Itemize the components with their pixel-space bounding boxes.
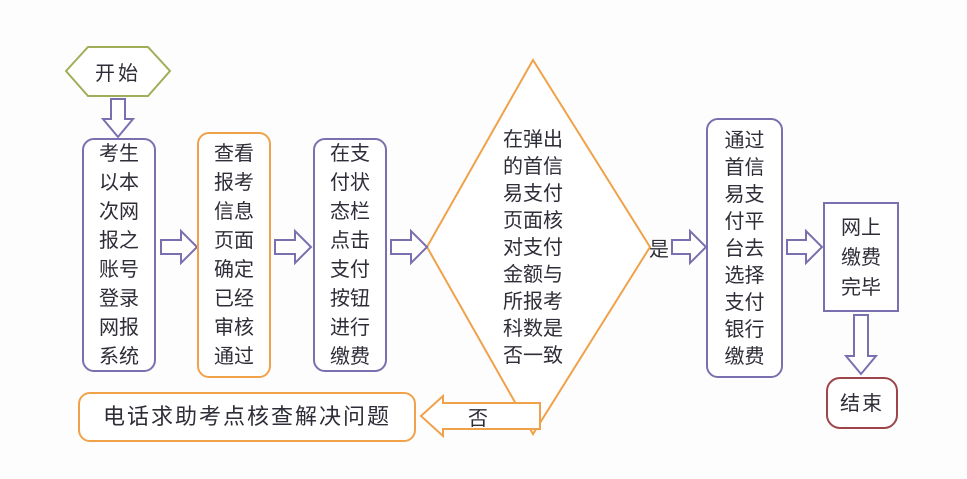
arrow-decision-no-to-phone-help [419,393,541,439]
arrow-check-info-to-click-pay [274,228,313,266]
node-click-pay-button: 在支 付状 态栏 点击 支付 按钮 进行 缴费 [313,138,387,372]
arrow-start-to-login [100,98,136,139]
node-payment-complete: 网上 缴费 完毕 [823,202,899,312]
decision-node-label: 在弹出 的首信 易支付 页面核 对支付 金额与 所报考 科数是 否一致 [503,126,563,367]
decision-diamond-shape [425,58,652,436]
arrow-decision-yes-to-pay-bank [671,228,708,266]
branch-label-yes: 是 [649,236,669,261]
node-check-registration-info: 查看 报考 信息 页面 确定 已经 审核 通过 [197,132,271,378]
node-pay-via-bank: 通过 首信 易支 付平 台去 选择 支付 银行 缴费 [706,118,783,378]
start-hexagon-shape [64,46,172,97]
node-phone-help: 电话求助考点核查解决问题 [78,392,416,442]
arrow-pay-done-to-end [843,314,879,376]
arrow-click-pay-to-decision [390,228,429,266]
branch-label-no: 否 [468,405,488,430]
start-node-label: 开始 [95,61,141,85]
end-node: 结束 [826,377,898,429]
node-login-account: 考生 以本 次网 报之 账号 登录 网报 系统 [82,138,156,372]
arrow-login-to-check-info [160,228,199,266]
arrow-pay-bank-to-pay-done [786,228,824,266]
